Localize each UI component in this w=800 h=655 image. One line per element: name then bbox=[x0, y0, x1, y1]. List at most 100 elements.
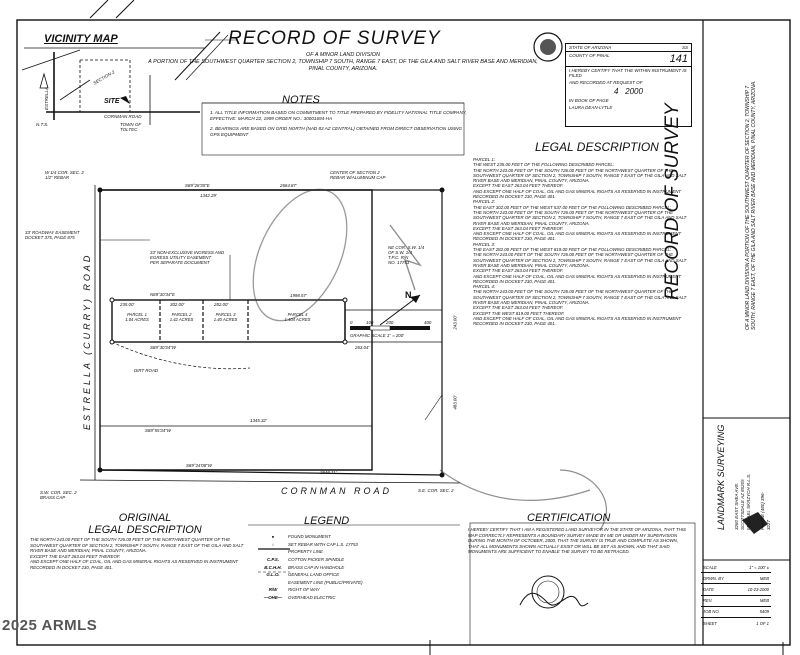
found-monument-icon bbox=[97, 467, 103, 473]
site-label: SITE bbox=[104, 98, 120, 105]
center-section-label: CENTER OF SECTION 2 REBAR W/ALUMINUM CAP bbox=[330, 170, 386, 180]
dim-p1: 235.00' bbox=[120, 302, 135, 307]
side-panel-subtitle: OF A MINOR LAND DIVISION A PORTION OF TH… bbox=[745, 80, 757, 331]
title-block-row: JOB NO.5409 bbox=[701, 607, 771, 618]
watermark: 2025 ARMLS bbox=[2, 617, 98, 634]
legend-item: EASEMENT LINE (PUBLIC/PRIVATE) bbox=[288, 579, 363, 585]
graphic-scale bbox=[350, 325, 430, 331]
legend-list: ●FOUND MONUMENT ○SET REBAR WITH CAP L.S.… bbox=[258, 533, 458, 601]
set-rebar-icon bbox=[342, 339, 348, 345]
road-label-cornman: CORNMAN ROAD bbox=[281, 486, 393, 496]
legend-item: G.L.O.GENERAL LAND OFFICE bbox=[266, 572, 340, 578]
surveyor-signature bbox=[519, 592, 589, 607]
plat-boundary bbox=[79, 185, 461, 484]
vicinity-road-cornman: CORNMAN ROAD bbox=[104, 114, 142, 119]
original-legal-title: ORIGINAL LEGAL DESCRIPTION bbox=[88, 512, 202, 536]
original-legal-body: THE NORTH 243.00 FEET OF THE SOUTH 726.0… bbox=[30, 537, 244, 570]
recording-stamp: STATE OF ARIZONA SS COUNTY OF PINAL 141 … bbox=[565, 43, 692, 127]
nts-label: N.T.S. bbox=[36, 122, 49, 127]
scale-tick: 100 bbox=[366, 320, 374, 325]
legal-description-body: PARCEL 1: THE WEST 235.00 FEET OF THE FO… bbox=[473, 157, 687, 327]
site-arrow bbox=[120, 96, 130, 104]
found-monument-icon bbox=[439, 472, 445, 478]
sheet-border bbox=[16, 19, 791, 646]
county-seal bbox=[533, 32, 563, 62]
page-subtitle: OF A MINOR LAND DIVISION A PORTION OF TH… bbox=[148, 52, 538, 72]
dim-bottom-bearing: S89°55'34"W bbox=[145, 428, 171, 433]
firm-name: LANDMARK SURVEYING bbox=[716, 424, 726, 530]
dim-south-length: 2646.11' bbox=[320, 470, 337, 475]
roadway-easement-label: 33' ROADWAY EASEMENT DOCKET 375, PAGE 87… bbox=[25, 230, 80, 240]
firm-phone: PHONE (480) 396-3227 bbox=[760, 491, 771, 530]
side-panel-title: RECORD OF SURVEY bbox=[662, 103, 683, 300]
stamp-line: AND RECORDED AT REQUEST OF bbox=[569, 80, 643, 85]
se-corner-label: S.E. COR. SEC. 2 bbox=[418, 488, 454, 493]
notes-title: NOTES bbox=[282, 94, 320, 106]
dim-mid: 1345.32' bbox=[250, 418, 267, 423]
scale-tick: 200 bbox=[386, 320, 394, 325]
north-arrow-icon bbox=[379, 294, 421, 326]
town-label: TOWN OF TOLTEC bbox=[120, 122, 142, 132]
certification-body: I HEREBY CERTIFY THAT I AM A REGISTERED … bbox=[468, 527, 686, 555]
graphic-scale-label: GRAPHIC SCALE 1" = 200' bbox=[350, 333, 405, 338]
sw-corner-label: S.W. COR. SEC. 2 BRASS CAP bbox=[40, 490, 77, 500]
ne-corner-label: NE COR. S.W. 1/4 OF S.W. 1/4 T.P.C. R/N … bbox=[388, 245, 425, 265]
stamp-state: STATE OF ARIZONA bbox=[569, 45, 612, 50]
stamp-line: IN BOOK OF PAGE bbox=[569, 98, 609, 103]
stamp-line: 4 2000 bbox=[614, 87, 643, 96]
dim-south-bearing: S89°24'08"W bbox=[186, 463, 212, 468]
dim-p4: 1998.57' bbox=[290, 293, 307, 298]
found-monument-icon bbox=[439, 187, 445, 193]
road-label-estrella: ESTRELLA (CURRY) ROAD bbox=[82, 252, 92, 430]
scale-tick: 400 bbox=[424, 320, 432, 325]
notes-body: 1. ALL TITLE INFORMATION BASED ON COMMIT… bbox=[210, 110, 470, 138]
dim-p-south: 263.04' bbox=[355, 345, 370, 350]
ingress-easement-label: 33' NON-EXCLUSIVE INGRESS AND EGRESS UTI… bbox=[150, 250, 225, 265]
set-rebar-icon bbox=[109, 297, 115, 303]
scale-tick: 0 bbox=[350, 320, 353, 325]
firm-logo-icon bbox=[742, 512, 768, 534]
dim-parcels-south: S89°30'34"W bbox=[150, 345, 176, 350]
stamp-line: I HEREBY CERTIFY THAT THE WITHIN INSTRUM… bbox=[569, 68, 687, 78]
dim-483: 483.00' bbox=[452, 395, 458, 410]
note-item: 1. ALL TITLE INFORMATION BASED ON COMMIT… bbox=[210, 110, 467, 121]
background-watermark-shapes bbox=[252, 188, 607, 531]
legend-item: ○SET REBAR WITH CAP L.S. 17753 bbox=[271, 541, 358, 547]
legend-item: PROPERTY LINE bbox=[288, 549, 323, 555]
dim-243: 243.00' bbox=[452, 315, 458, 330]
vicinity-map-title: VICINITY MAP bbox=[44, 33, 118, 45]
firm-info: 3260 EAST SHEA AVE. SCOTTSDALE AZ 85205 … bbox=[734, 473, 751, 530]
north-label: N bbox=[405, 290, 412, 300]
note-item: 2. BEARINGS ARE BASED ON GRID NORTH (NAD… bbox=[210, 126, 463, 137]
found-monument-icon bbox=[97, 187, 103, 193]
set-rebar-icon bbox=[109, 339, 115, 345]
legend-item: C.P.S.COTTON PICKER SPINDLE bbox=[266, 557, 345, 563]
north-arrow-icon bbox=[39, 72, 49, 89]
dim-top2: 1342.29' bbox=[200, 193, 217, 198]
legend-item: —OHE—OVERHEAD ELECTRIC bbox=[263, 595, 336, 601]
vicinity-road-estrella: ESTRELLA bbox=[44, 86, 49, 110]
dirt-road-line bbox=[111, 341, 251, 370]
vicinity-map bbox=[21, 39, 238, 125]
stamp-county: COUNTY OF PINAL bbox=[569, 53, 610, 58]
dirt-road-label: DIRT ROAD bbox=[134, 368, 159, 373]
dim-parcels-north: N89°30'34"E bbox=[150, 292, 175, 297]
nw-corner-label: W 1/4 COR. SEC. 2 1/2" REBAR bbox=[45, 170, 84, 180]
legend-title: LEGEND bbox=[304, 515, 350, 527]
page-title: RECORD OF SURVEY bbox=[228, 28, 441, 49]
dim-top: 2664.87' bbox=[280, 183, 297, 188]
stamp-number: 141 bbox=[669, 53, 688, 65]
stamp-line: LAURA DEAN-LYTLE bbox=[569, 105, 613, 110]
legend-item: ●FOUND MONUMENT bbox=[271, 534, 331, 540]
stamp-ss: SS bbox=[681, 45, 688, 50]
dim-top-bearing: S89°28'35"E bbox=[185, 183, 210, 188]
